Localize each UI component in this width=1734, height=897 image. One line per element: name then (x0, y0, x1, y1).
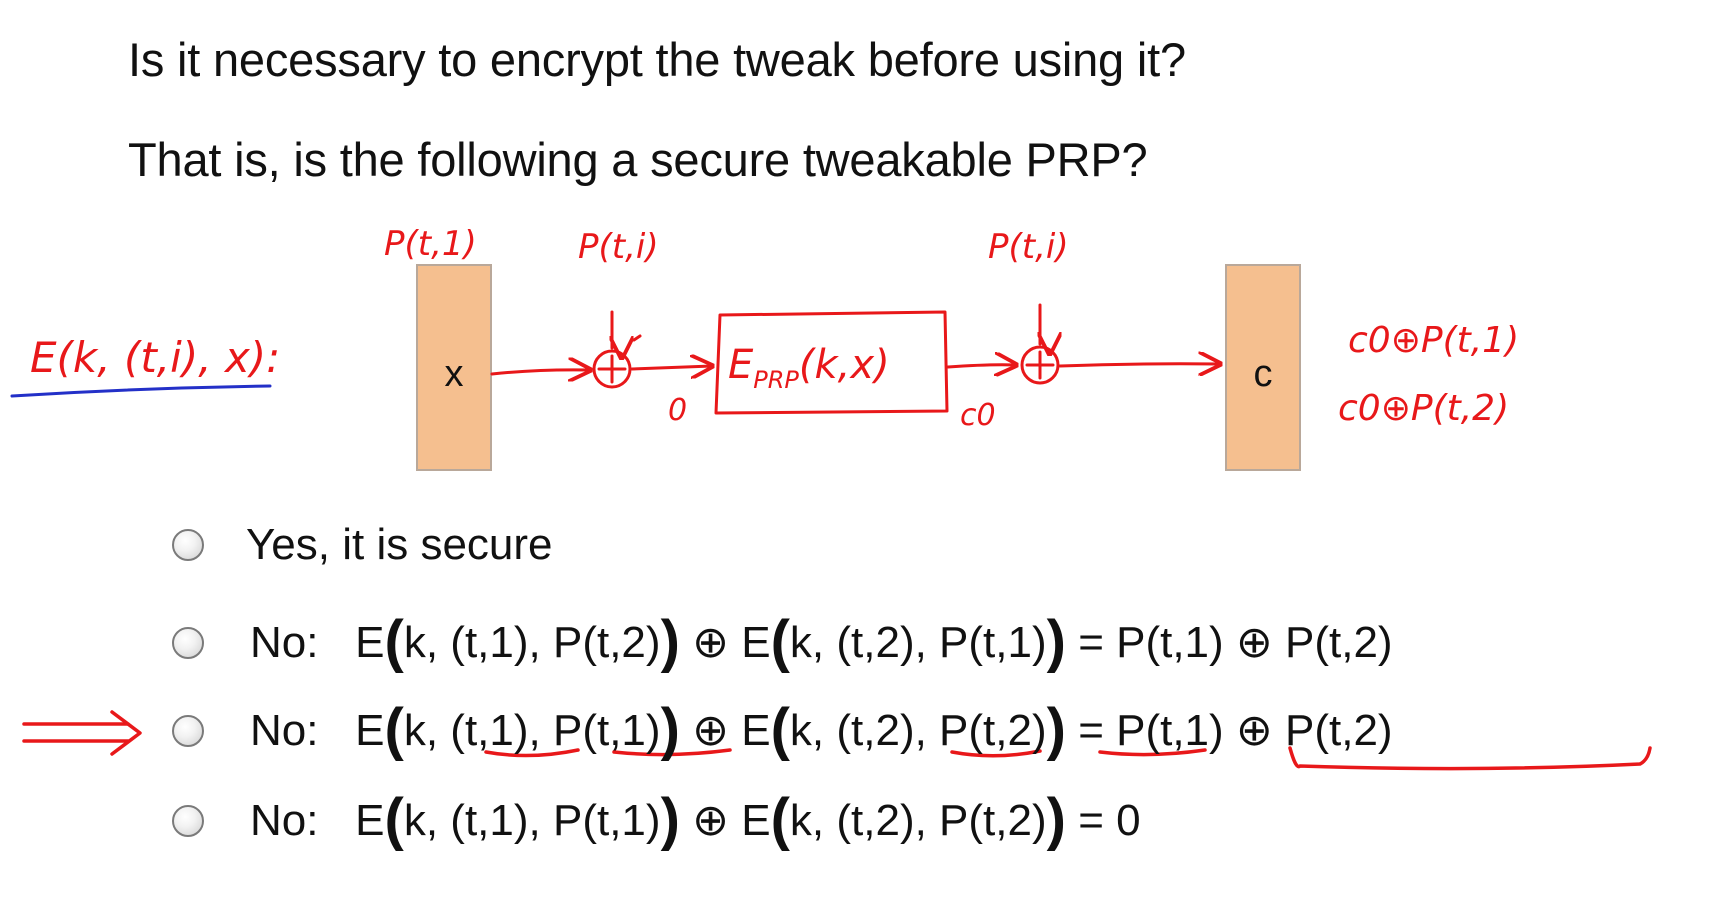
input-block (416, 264, 492, 471)
zero-note: 0 (668, 393, 687, 428)
arrow-x-to-xor1 (490, 370, 590, 374)
radio-option-3[interactable] (172, 714, 204, 747)
definition-lhs: E(k, (t,i), x): (30, 333, 280, 382)
arrow-prp-to-xor2 (946, 365, 1016, 367)
prp-box-label: EPRP(k,x) (728, 342, 890, 394)
c0-note: c0 (960, 398, 996, 433)
radio-option-2[interactable] (172, 626, 204, 659)
answer-pointer-arrow-head (110, 710, 142, 756)
input-label: x (445, 353, 464, 395)
prp-block (714, 310, 949, 415)
pad-mid-note: P(t,i) (578, 227, 659, 267)
option-3-label: No: E(k, (t,1), P(t,1)) ⊕ E(k, (t,2), P(… (250, 697, 1393, 762)
arrow-xor1-to-prp (630, 366, 712, 369)
option-yes-secure[interactable]: Yes, it is secure (172, 520, 553, 570)
option-no-swapped-pads[interactable]: No: E(k, (t,1), P(t,2)) ⊕ E(k, (t,2), P(… (172, 609, 1393, 674)
pad-right-note: P(t,i) (988, 227, 1069, 267)
arrow-xor2-to-c (1058, 364, 1220, 366)
radio-option-1[interactable] (172, 529, 204, 561)
output-label: c (1254, 353, 1273, 395)
option-1-label: Yes, it is secure (246, 520, 553, 569)
radio-option-4[interactable] (172, 804, 204, 837)
pad-top-left-note: P(t,1) (384, 224, 477, 264)
out-note-2: c0⊕P(t,2) (1338, 388, 1509, 429)
question-line-1: Is it necessary to encrypt the tweak bef… (128, 33, 1186, 86)
tweakable-prp-diagram: x c EPRP(k,x) P(t,1) P(t,i) P(t,i) 0 c (10, 224, 1519, 471)
option-4-label: No: E(k, (t,1), P(t,1)) ⊕ E(k, (t,2), P(… (250, 787, 1141, 852)
question-line-2: That is, is the following a secure tweak… (128, 133, 1148, 186)
out-note-1: c0⊕P(t,1) (1348, 320, 1519, 361)
option-2-label: No: E(k, (t,1), P(t,2)) ⊕ E(k, (t,2), P(… (250, 609, 1393, 674)
output-block (1225, 264, 1301, 471)
option-no-zero[interactable]: No: E(k, (t,1), P(t,1)) ⊕ E(k, (t,2), P(… (172, 787, 1141, 852)
option-no-matching-pads[interactable]: No: E(k, (t,1), P(t,1)) ⊕ E(k, (t,2), P(… (172, 697, 1393, 762)
definition-underline (10, 384, 272, 398)
